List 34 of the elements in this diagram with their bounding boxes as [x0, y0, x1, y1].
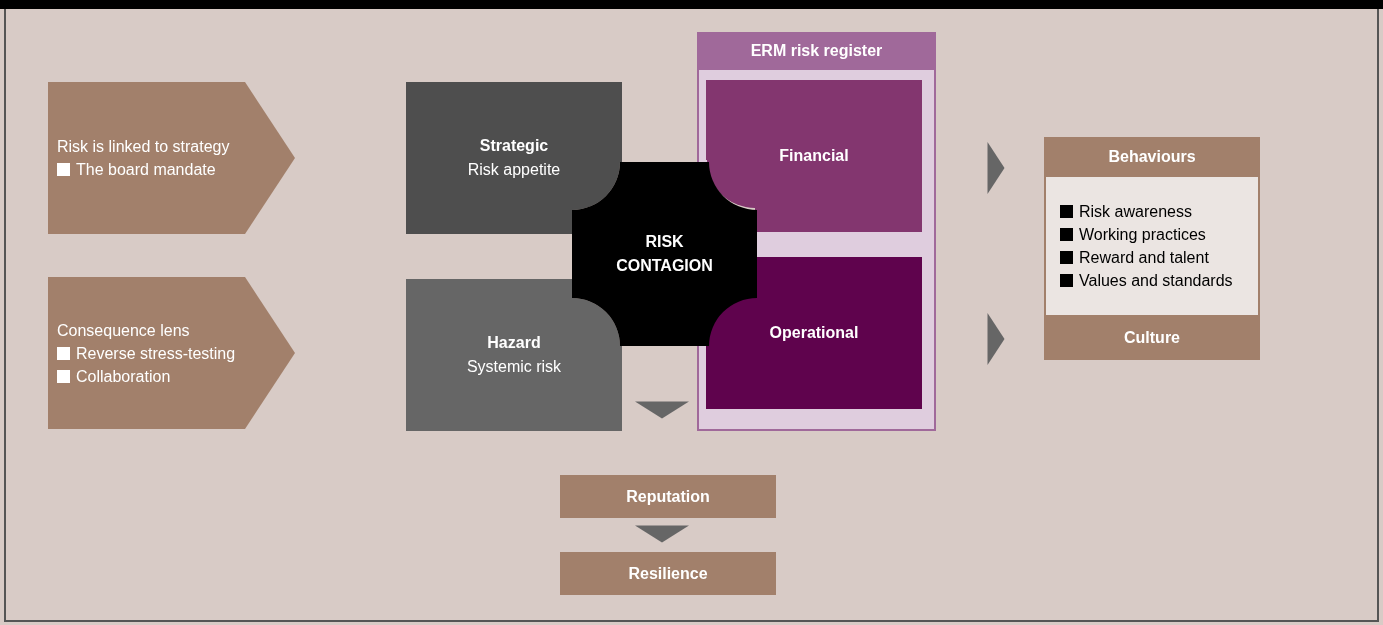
- list-item: Values and standards: [1079, 271, 1233, 291]
- list-item: Reward and talent: [1079, 248, 1209, 268]
- list-item: Collaboration: [76, 366, 171, 387]
- panel-heading: Behaviours: [1107, 147, 1197, 167]
- box-title: Operational: [769, 323, 859, 343]
- chevron-arrow: [635, 401, 689, 419]
- risk-box: [706, 80, 922, 232]
- panel-heading: Consequence lens: [57, 320, 191, 341]
- panel-footer: Culture: [1044, 315, 1260, 360]
- chevron-arrow: [987, 313, 1005, 365]
- list-item: The board mandate: [76, 160, 216, 180]
- outcome-box: [560, 475, 776, 518]
- container-title: ERM risk register: [697, 32, 936, 70]
- box-title: Financial: [779, 146, 849, 166]
- center-label: RISK CONTAGION: [615, 232, 714, 276]
- culture-panel: [1044, 137, 1260, 360]
- chevron-arrow: [635, 525, 689, 543]
- list-item: Risk awareness: [1079, 202, 1192, 222]
- risk-box: [406, 279, 622, 431]
- list-item: Reverse stress-testing: [76, 343, 236, 364]
- list-item: Working practices: [1079, 225, 1206, 245]
- chevron-arrow: [987, 142, 1005, 194]
- contagion-shape: [572, 162, 757, 346]
- box-subtitle: Risk appetite: [467, 160, 561, 180]
- box-label: Resilience: [628, 563, 708, 584]
- risk-box: [406, 82, 622, 234]
- chevron-panel: [48, 82, 295, 234]
- box-title: Hazard: [487, 333, 541, 353]
- box-label: Reputation: [626, 486, 710, 507]
- chevron-panel: [48, 277, 295, 429]
- box-subtitle: Systemic risk: [466, 357, 562, 377]
- panel-heading: Risk is linked to strategy: [57, 137, 231, 157]
- box-title: Strategic: [479, 136, 549, 156]
- outcome-box: [560, 552, 776, 595]
